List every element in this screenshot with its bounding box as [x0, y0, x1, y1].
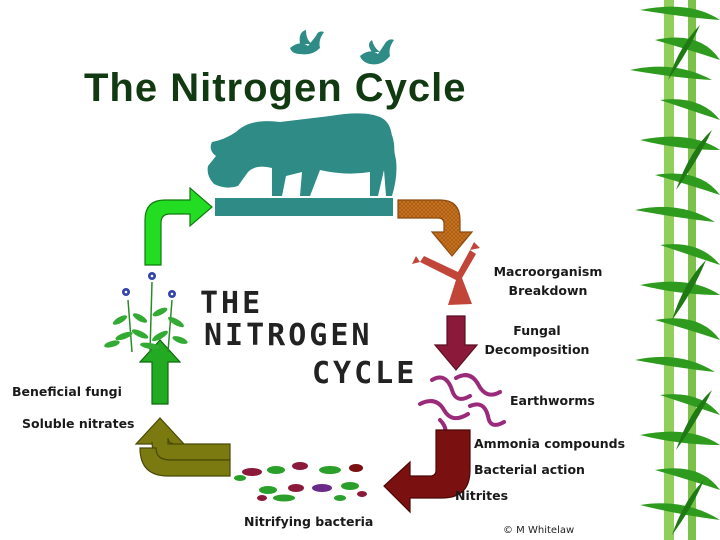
label-ammonia-compounds: Ammonia compounds [474, 436, 626, 451]
arrow-to-plants [134, 417, 231, 477]
label-earthworms: Earthworms [510, 393, 595, 408]
arrow-to-cow [144, 186, 213, 266]
arrow-to-plant [138, 339, 182, 405]
bird-icon [360, 39, 394, 65]
copyright-credit: © M Whitelaw [503, 525, 575, 536]
cow-icon [207, 113, 397, 216]
bird-icon [290, 30, 324, 55]
label-nitrites: Nitrites [455, 488, 509, 503]
plant-icon [104, 272, 188, 353]
bacteria-icon [234, 462, 367, 502]
arrow-to-fungus [397, 199, 474, 257]
label-nitrifying-bacteria: Nitrifying bacteria [244, 514, 374, 529]
bamboo-border-icon [630, 0, 720, 540]
emblem-line-cycle: CYCLE [312, 356, 418, 391]
label-bacterial-action: Bacterial action [474, 462, 585, 477]
label-macroorganism: Macroorganism [493, 264, 603, 279]
slide-title: The Nitrogen Cycle [84, 66, 467, 110]
fungus-icon [412, 242, 480, 305]
label-fungal: Fungal [513, 323, 561, 338]
label-breakdown: Breakdown [508, 283, 588, 298]
label-beneficial-fungi: Beneficial fungi [12, 384, 122, 399]
arrow-to-earthworms [433, 315, 479, 371]
arrow-to-bacteria [383, 429, 471, 514]
emblem-line-the: THE [200, 286, 264, 321]
label-soluble-nitrates: Soluble nitrates [22, 416, 135, 431]
label-decomposition: Decomposition [484, 342, 590, 357]
emblem-line-nitrogen: NITROGEN [204, 318, 373, 353]
